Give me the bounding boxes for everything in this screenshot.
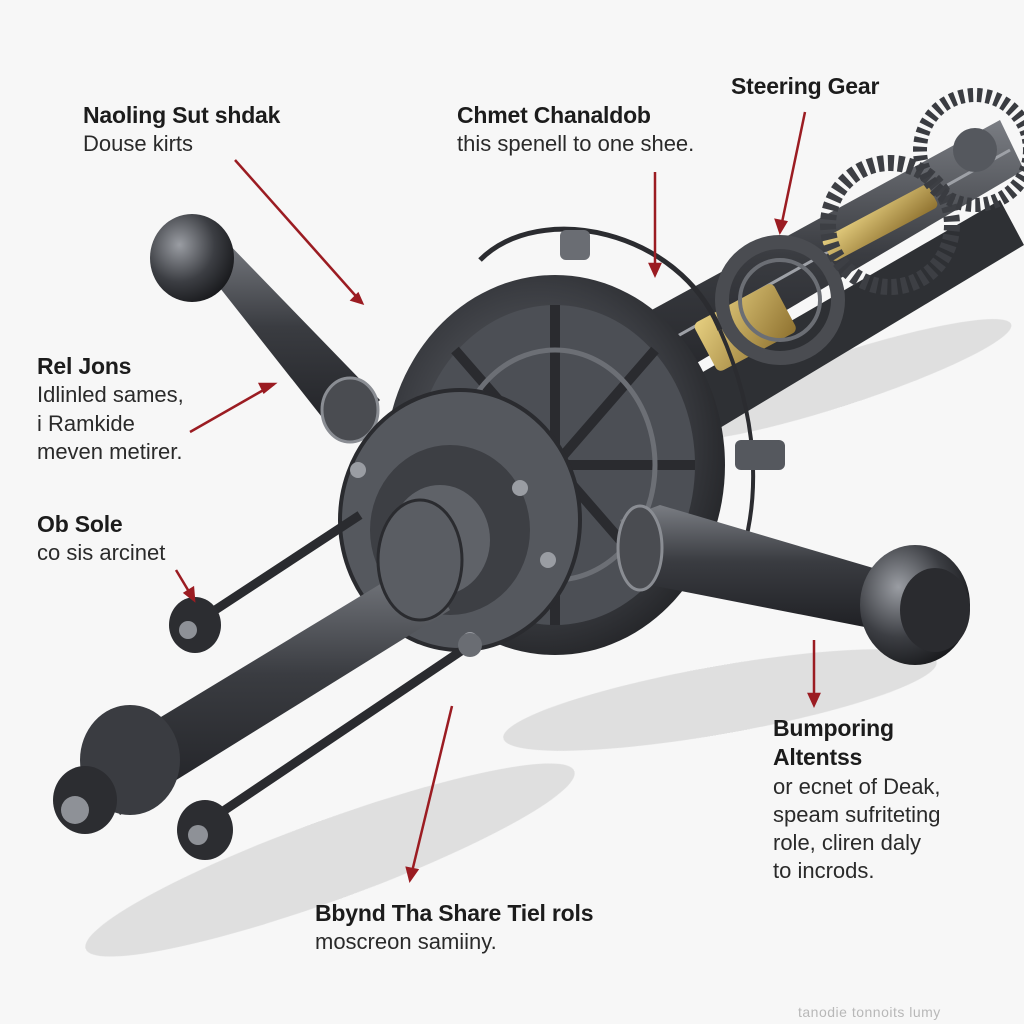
callout-6-desc-line-2: speam sufriteting xyxy=(773,802,941,828)
callout-7-title: Bbynd Tha Share Tiel rols xyxy=(315,900,594,926)
callout-6-title-line-2: Altentss xyxy=(773,744,863,771)
callout-2-title: Chmet Chanaldob xyxy=(457,102,651,128)
callout-4-title: Rel Jons xyxy=(37,353,132,379)
front-shaft xyxy=(53,498,464,834)
leader-lines xyxy=(174,111,821,883)
callout-5: Ob Sole co sis arcinet xyxy=(37,510,165,568)
callout-1-desc: Douse kirts xyxy=(83,131,194,157)
callout-4-desc-line-3: meven metirer. xyxy=(37,438,183,464)
callout-3-title: Steering Gear xyxy=(731,73,880,99)
callout-6-title: Bumporing xyxy=(773,715,894,741)
tie-rods xyxy=(169,511,482,860)
watermark: tanodie tonnoits lumy xyxy=(798,1004,941,1020)
callout-6-desc-line-3: role, cliren daly xyxy=(773,830,921,856)
callout-5-desc: co sis arcinet xyxy=(37,540,166,566)
callout-1: Naoling Sut shdak Douse kirts xyxy=(83,101,280,159)
callout-6-desc-line-1: or ecnet of Deak, xyxy=(773,773,941,799)
callout-2-desc: this spenell to one shee. xyxy=(457,131,695,157)
leader-line-3 xyxy=(778,111,807,233)
callout-6: Bumporing Altentss or ecnet of Deak, spe… xyxy=(773,714,941,886)
right-arm xyxy=(616,504,970,665)
leader-line-1 xyxy=(234,159,363,304)
callout-4: Rel Jons Idlinled sames, i Ramkide meven… xyxy=(37,352,184,466)
leader-line-4 xyxy=(189,382,275,434)
callout-1-title: Naoling Sut shdak xyxy=(83,102,281,128)
callout-7-desc: moscreon samiiny. xyxy=(315,929,497,955)
callout-5-title: Ob Sole xyxy=(37,511,123,537)
callout-2: Chmet Chanaldob this spenell to one shee… xyxy=(457,101,694,159)
leader-line-7 xyxy=(408,705,454,881)
ground-shadow xyxy=(85,319,1012,957)
left-arm xyxy=(150,214,380,444)
callout-4-desc-line-1: Idlinled sames, xyxy=(37,382,184,408)
callout-3: Steering Gear xyxy=(731,72,879,101)
callout-6-desc-line-4: to incrods. xyxy=(773,858,875,884)
callout-7: Bbynd Tha Share Tiel rols moscreon samii… xyxy=(315,899,594,957)
callout-4-desc-line-2: i Ramkide xyxy=(37,410,135,436)
